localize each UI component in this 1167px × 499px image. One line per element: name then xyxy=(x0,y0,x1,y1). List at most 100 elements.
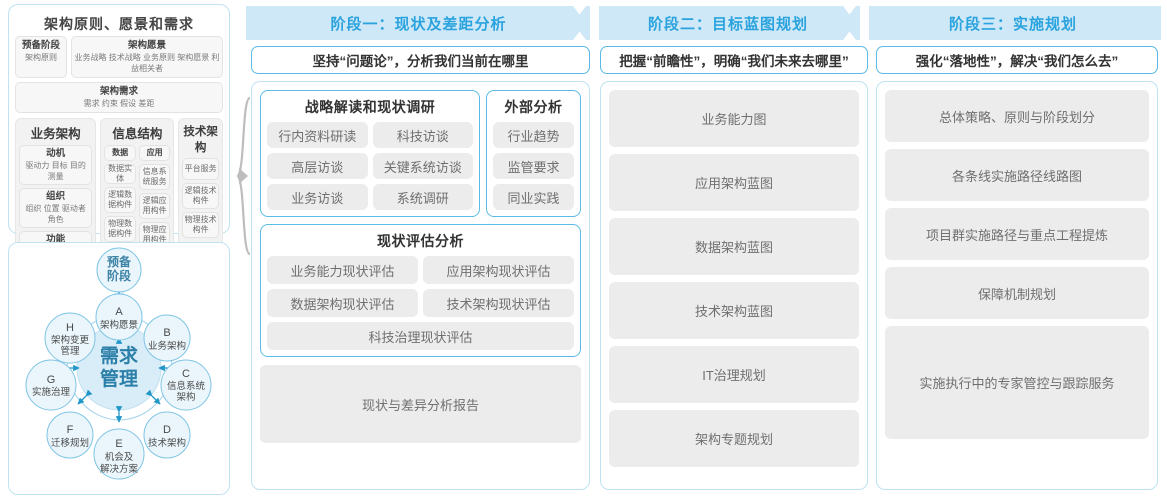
phase-3-subtitle: 强化“落地性”，解决“我们怎么去” xyxy=(876,46,1158,74)
togaf-tile-motivation: 动机 驱动力 目标 目的 测量 xyxy=(19,145,93,185)
tile-head: 架构愿景 xyxy=(127,40,166,51)
togaf-tile-data-entity: 数据实体 xyxy=(104,164,136,184)
adm-node-c xyxy=(160,359,212,411)
togaf-tile-information-system-service: 信息系统服务 xyxy=(138,164,171,190)
togaf-subhead-data: 数据 xyxy=(104,145,136,161)
phase-1-column: 坚持“问题论”，分析我们当前在哪里 战略解读和现状调研 行内资料研读 科技访谈 … xyxy=(251,46,590,490)
group-strategy-research-title: 战略解读和现状调研 xyxy=(304,99,436,115)
tile-line-implementation-roadmap[interactable]: 各条线实施路径线路图 xyxy=(885,149,1149,201)
group-strategy-research-items: 行内资料研读 科技访谈 高层访谈 关键系统访谈 业务访谈 系统调研 xyxy=(267,122,473,210)
tile-application-architecture-blueprint[interactable]: 应用架构蓝图 xyxy=(609,154,859,211)
togaf-tile-preliminary: 预备阶段 架构原则 xyxy=(15,36,67,78)
phase-header-2[interactable]: 阶段二：目标蓝图规划 xyxy=(595,6,861,40)
tile-head: 动机 xyxy=(46,148,66,159)
tile-system-survey[interactable]: 系统调研 xyxy=(372,184,473,210)
phase-3-items: 总体策略、原则与阶段划分 各条线实施路径线路图 项目群实施路径与重点工程提炼 保… xyxy=(885,90,1149,439)
adm-node-f xyxy=(46,411,94,459)
togaf-tile-logical-technology-component: 逻辑技术构件 xyxy=(182,183,219,209)
tile-industry-trends[interactable]: 行业趋势 xyxy=(493,122,574,148)
tile-internal-doc-review[interactable]: 行内资料研读 xyxy=(267,122,368,148)
phase-header-2-label: 阶段二：目标蓝图规划 xyxy=(647,15,808,33)
tile-architecture-topic-planning[interactable]: 架构专题规划 xyxy=(609,410,859,467)
phase-2-body: 业务能力图 应用架构蓝图 数据架构蓝图 技术架构蓝图 IT治理规划 架构专题规划 xyxy=(600,81,868,490)
tile-technology-architecture-assessment[interactable]: 技术架构现状评估 xyxy=(423,289,574,317)
group-current-state-assessment-items: 业务能力现状评估 应用架构现状评估 数据架构现状评估 技术架构现状评估 xyxy=(267,256,574,317)
phase-2-subtitle: 把握“前瞻性”，明确“我们未来去哪里” xyxy=(600,46,868,74)
phase-header-band: 阶段一：现状及差距分析 阶段二：目标蓝图规划 阶段三：实施规划 xyxy=(246,6,1161,40)
chevron-right-icon-1 xyxy=(573,6,599,40)
svg-text:架构愿景: 架构愿景 xyxy=(100,319,138,331)
group-strategy-research: 战略解读和现状调研 行内资料研读 科技访谈 高层访谈 关键系统访谈 业务访谈 系… xyxy=(260,90,480,217)
tile-head: 预备阶段 xyxy=(21,40,60,51)
tile-overall-strategy-principles-phases[interactable]: 总体策略、原则与阶段划分 xyxy=(885,90,1149,142)
phase-3-column: 强化“落地性”，解决“我们怎么去” 总体策略、原则与阶段划分 各条线实施路径线路… xyxy=(876,46,1158,490)
column-title: 信息结构 xyxy=(112,127,163,141)
togaf-tile-physical-data-component: 物理数据构件 xyxy=(104,216,136,242)
adm-node-d xyxy=(143,411,191,459)
svg-text:C: C xyxy=(182,368,190,380)
tile-sub: 需求 约束 假设 差距 xyxy=(83,99,155,108)
svg-text:业务架构: 业务架构 xyxy=(148,340,186,352)
group-external-analysis: 外部分析 行业趋势 监管要求 同业实践 xyxy=(486,90,581,217)
phase-2-items: 业务能力图 应用架构蓝图 数据架构蓝图 技术架构蓝图 IT治理规划 架构专题规划 xyxy=(609,90,859,467)
tile-business-capability-assessment[interactable]: 业务能力现状评估 xyxy=(267,256,418,284)
tile-technology-architecture-blueprint[interactable]: 技术架构蓝图 xyxy=(609,282,859,339)
tile-executive-interview[interactable]: 高层访谈 xyxy=(267,153,368,179)
adm-cycle-svg: 需求 管理 xyxy=(25,247,212,480)
svg-text:B: B xyxy=(163,327,170,339)
svg-text:预备: 预备 xyxy=(107,254,132,269)
svg-text:架构变更: 架构变更 xyxy=(51,334,90,346)
svg-text:F: F xyxy=(67,424,74,436)
tile-program-path-key-projects[interactable]: 项目群实施路径与重点工程提炼 xyxy=(885,208,1149,260)
tile-business-capability-map[interactable]: 业务能力图 xyxy=(609,90,859,147)
tile-gap-analysis-report[interactable]: 现状与差异分析报告 xyxy=(260,365,581,443)
togaf-tile-architecture-vision: 架构愿景 业务战略 技术战略 业务原则 架构愿景 利益相关者 xyxy=(71,36,223,78)
tile-assurance-mechanism-planning[interactable]: 保障机制规划 xyxy=(885,267,1149,319)
tile-sub: 组织 位置 驱动者 角色 xyxy=(25,204,86,224)
tile-application-architecture-assessment[interactable]: 应用架构现状评估 xyxy=(423,256,574,284)
togaf-subhead-application: 应用 xyxy=(138,145,171,161)
tile-data-architecture-blueprint[interactable]: 数据架构蓝图 xyxy=(609,218,859,275)
group-current-state-assessment-title: 现状评估分析 xyxy=(377,233,464,249)
adm-center-label-line1: 需求 xyxy=(100,344,139,367)
group-external-analysis-items: 行业趋势 监管要求 同业实践 xyxy=(493,122,574,210)
svg-text:技术架构: 技术架构 xyxy=(148,437,186,449)
phase-header-1[interactable]: 阶段一：现状及差距分析 xyxy=(246,6,591,40)
tile-sub: 驱动力 目标 目的 测量 xyxy=(25,161,86,181)
tile-peer-practices[interactable]: 同业实践 xyxy=(493,184,574,210)
tile-head: 组织 xyxy=(46,191,66,202)
adm-node-a xyxy=(95,293,143,341)
svg-text:架构: 架构 xyxy=(176,391,195,403)
brace-connector-icon xyxy=(236,96,252,256)
phase-header-3[interactable]: 阶段三：实施规划 xyxy=(865,6,1161,40)
group-current-state-assessment: 现状评估分析 业务能力现状评估 应用架构现状评估 数据架构现状评估 技术架构现状… xyxy=(260,224,581,357)
chevron-right-icon-2 xyxy=(843,6,869,40)
tile-business-interview[interactable]: 业务访谈 xyxy=(267,184,368,210)
tile-technology-interview[interactable]: 科技访谈 xyxy=(372,122,473,148)
tile-sub: 架构原则 xyxy=(25,53,57,62)
togaf-tile-organization: 组织 组织 位置 驱动者 角色 xyxy=(19,188,93,228)
tile-it-governance-planning[interactable]: IT治理规划 xyxy=(609,346,859,403)
tile-sub: 业务战略 技术战略 业务原则 架构愿景 利益相关者 xyxy=(74,53,220,73)
svg-text:实施治理: 实施治理 xyxy=(32,386,71,398)
svg-text:H: H xyxy=(66,322,74,334)
togaf-tile-platform-service: 平台服务 xyxy=(182,158,219,180)
tile-technology-governance-assessment[interactable]: 科技治理现状评估 xyxy=(267,322,574,350)
tile-expert-control-tracking-service[interactable]: 实施执行中的专家管控与跟踪服务 xyxy=(885,326,1149,439)
togaf-tile-architecture-requirements: 架构需求 需求 约束 假设 差距 xyxy=(15,82,223,113)
tile-data-architecture-assessment[interactable]: 数据架构现状评估 xyxy=(267,289,418,317)
adm-node-h xyxy=(44,312,96,364)
phase-1-subtitle: 坚持“问题论”，分析我们当前在哪里 xyxy=(251,46,590,74)
tile-head: 功能 xyxy=(46,234,66,245)
togaf-tile-logical-data-component: 逻辑数据构件 xyxy=(104,187,136,213)
togaf-content-framework-panel: 架构原则、愿景和需求 预备阶段 架构原则 架构愿景 业务战略 技术战略 业务原则… xyxy=(8,4,230,330)
svg-text:A: A xyxy=(115,306,123,318)
tile-key-system-interview[interactable]: 关键系统访谈 xyxy=(372,153,473,179)
tile-regulatory-requirements[interactable]: 监管要求 xyxy=(493,153,574,179)
svg-text:信息系统: 信息系统 xyxy=(167,380,206,392)
adm-center-label-line2: 管理 xyxy=(100,367,138,390)
svg-text:机会及: 机会及 xyxy=(105,451,134,463)
adm-node-g xyxy=(25,359,77,411)
svg-text:G: G xyxy=(47,374,56,386)
